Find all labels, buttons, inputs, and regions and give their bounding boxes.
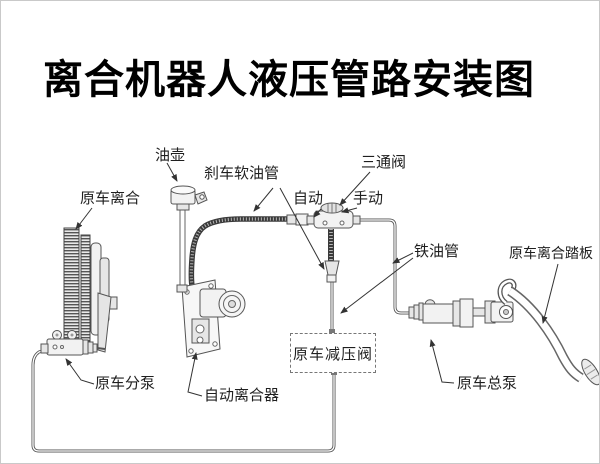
pipe-connector bbox=[329, 329, 335, 334]
label-original-clutch-pedal: 原车离合踏板 bbox=[509, 245, 593, 261]
label-brake-soft-hose: 刹车软油管 bbox=[204, 165, 280, 182]
leader-pedal bbox=[541, 263, 559, 324]
leader-auto-port bbox=[313, 208, 322, 218]
label-iron-oil-pipe: 铁油管 bbox=[414, 243, 460, 260]
slave-inlet-fitting bbox=[40, 343, 49, 354]
leader-master-cylinder bbox=[429, 339, 455, 384]
brake-hose-curved-drawing bbox=[188, 213, 309, 304]
iron-pipe-right-drawing bbox=[353, 218, 410, 315]
clutch-disc bbox=[80, 234, 91, 342]
slave-cylinder-drawing bbox=[40, 330, 106, 356]
leader-lines bbox=[65, 162, 559, 397]
clutch-disc bbox=[63, 227, 80, 348]
label-original-master-cylinder: 原车总泵 bbox=[457, 375, 518, 392]
hose-nut bbox=[295, 213, 309, 226]
label-auto-clutch-actuator: 自动离合器 bbox=[204, 387, 280, 404]
release-fork bbox=[97, 292, 112, 353]
push-rod bbox=[96, 347, 106, 350]
leader-slave-cylinder bbox=[65, 358, 95, 385]
clutch-pedal-drawing bbox=[484, 278, 599, 386]
label-original-clutch: 原车离合 bbox=[80, 190, 141, 207]
label-auto-port: 自动 bbox=[293, 190, 324, 207]
auto-clutch-actuator-drawing bbox=[176, 279, 246, 358]
leader-actuator bbox=[187, 352, 203, 397]
leader-original-clutch bbox=[75, 207, 93, 230]
hose-fitting bbox=[286, 214, 297, 225]
leader-three-way-valve bbox=[339, 171, 371, 206]
pedal-pad bbox=[581, 358, 599, 386]
brake-hose-vertical-drawing bbox=[324, 229, 340, 283]
label-oil-pot: 油壶 bbox=[155, 147, 186, 164]
steel-pipe-to-reducer-drawing bbox=[329, 281, 335, 334]
label-manual-port: 手动 bbox=[353, 190, 384, 207]
label-original-slave-cylinder: 原车分泵 bbox=[95, 375, 156, 392]
hose-cone-fitting bbox=[324, 260, 340, 276]
diagram-title: 离合机器人液压管路安装图 bbox=[43, 58, 535, 102]
leader-iron-pipe-1 bbox=[392, 252, 414, 264]
leader-brake-hose-2 bbox=[279, 187, 325, 270]
pressure-reducing-valve-box: 原车减压阀 bbox=[290, 333, 376, 373]
label-pressure-reducing-valve: 原车减压阀 bbox=[292, 345, 373, 363]
master-cylinder-drawing bbox=[408, 298, 494, 328]
oil-pot-drawing bbox=[170, 185, 208, 291]
leader-iron-pipe-2 bbox=[340, 257, 414, 314]
leader-manual-port bbox=[341, 207, 358, 214]
hose-nut bbox=[326, 274, 337, 283]
leader-oil-pot bbox=[166, 162, 178, 182]
three-way-valve-drawing bbox=[306, 202, 361, 229]
label-three-way-valve: 三通阀 bbox=[361, 154, 407, 171]
leader-brake-hose-1 bbox=[253, 187, 274, 212]
oil-pot-tube bbox=[179, 207, 186, 291]
